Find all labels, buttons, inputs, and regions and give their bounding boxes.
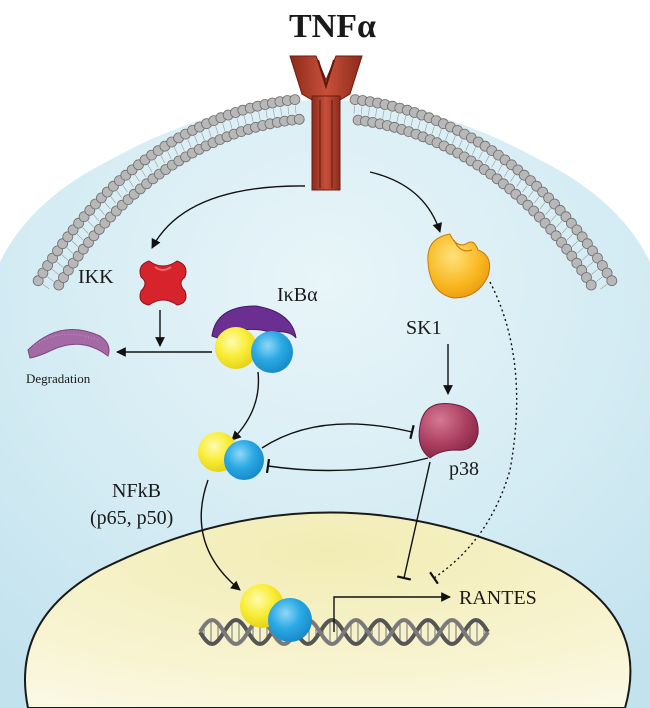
title-tnfa: TNFα [289, 8, 376, 45]
label-degradation: Degradation [26, 371, 91, 386]
degradation-proteasome [27, 329, 110, 359]
label-p38: p38 [449, 458, 479, 480]
label-nfkb: NFkB [112, 480, 161, 502]
arrow-receptor-to-ikk [151, 185, 306, 249]
inhibit-p38-to-rantes [396, 461, 431, 581]
cell-membrane [32, 94, 618, 291]
nucleus [24, 511, 632, 708]
ikk-protein [139, 260, 187, 306]
tnf-receptor [289, 55, 363, 191]
label-ikk: IKK [78, 266, 114, 288]
inhibit-sk1-to-rantes [429, 281, 518, 585]
label-ikba: IκBα [277, 284, 318, 306]
inhibit-nfkb-to-p38 [261, 423, 415, 449]
sk1-protein [427, 233, 491, 299]
inhibit-p38-to-nfkb [265, 457, 429, 474]
p38-protein [418, 402, 479, 459]
label-nfkb-subunits: (p65, p50) [90, 507, 173, 529]
label-rantes: RANTES [459, 587, 537, 609]
nfkb-cytoplasmic [198, 432, 264, 480]
nfkb-nuclear [240, 584, 312, 642]
transcription-arrow [333, 592, 451, 632]
label-sk1: SK1 [406, 317, 442, 339]
arrow-nfkb-to-nucleus [200, 479, 241, 591]
ikba-complex [211, 305, 297, 373]
arrow-ikba-to-nfkb [231, 371, 260, 441]
arrow-receptor-to-sk1 [369, 171, 442, 233]
